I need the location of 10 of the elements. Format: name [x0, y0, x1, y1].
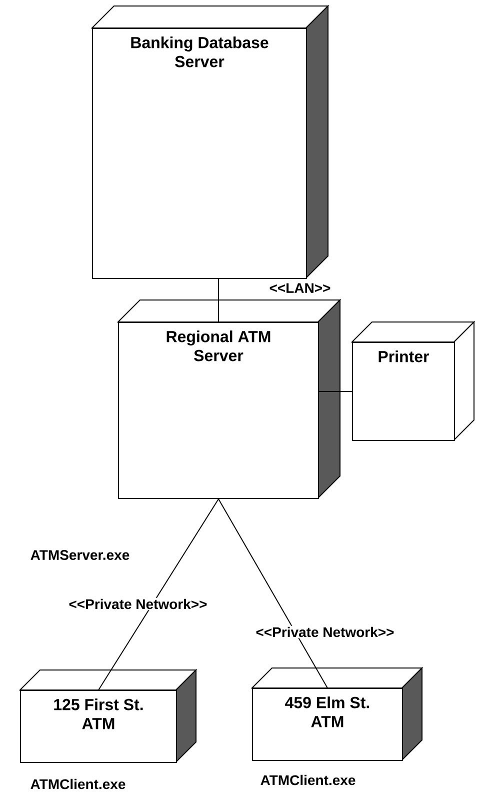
file-label: ATMServer.exe [30, 550, 130, 560]
file-label: ATMClient.exe [30, 778, 126, 790]
edge-label: <<LAN>> [268, 282, 332, 294]
edge-label: <<Private Network>> [68, 598, 208, 610]
file-label: ATMClient.exe [260, 774, 356, 786]
connector-line [318, 391, 352, 392]
connector-line [98, 498, 219, 690]
edge-label: <<Private Network>> [254, 626, 396, 638]
connector-line [218, 498, 328, 688]
connector-line [218, 278, 219, 322]
